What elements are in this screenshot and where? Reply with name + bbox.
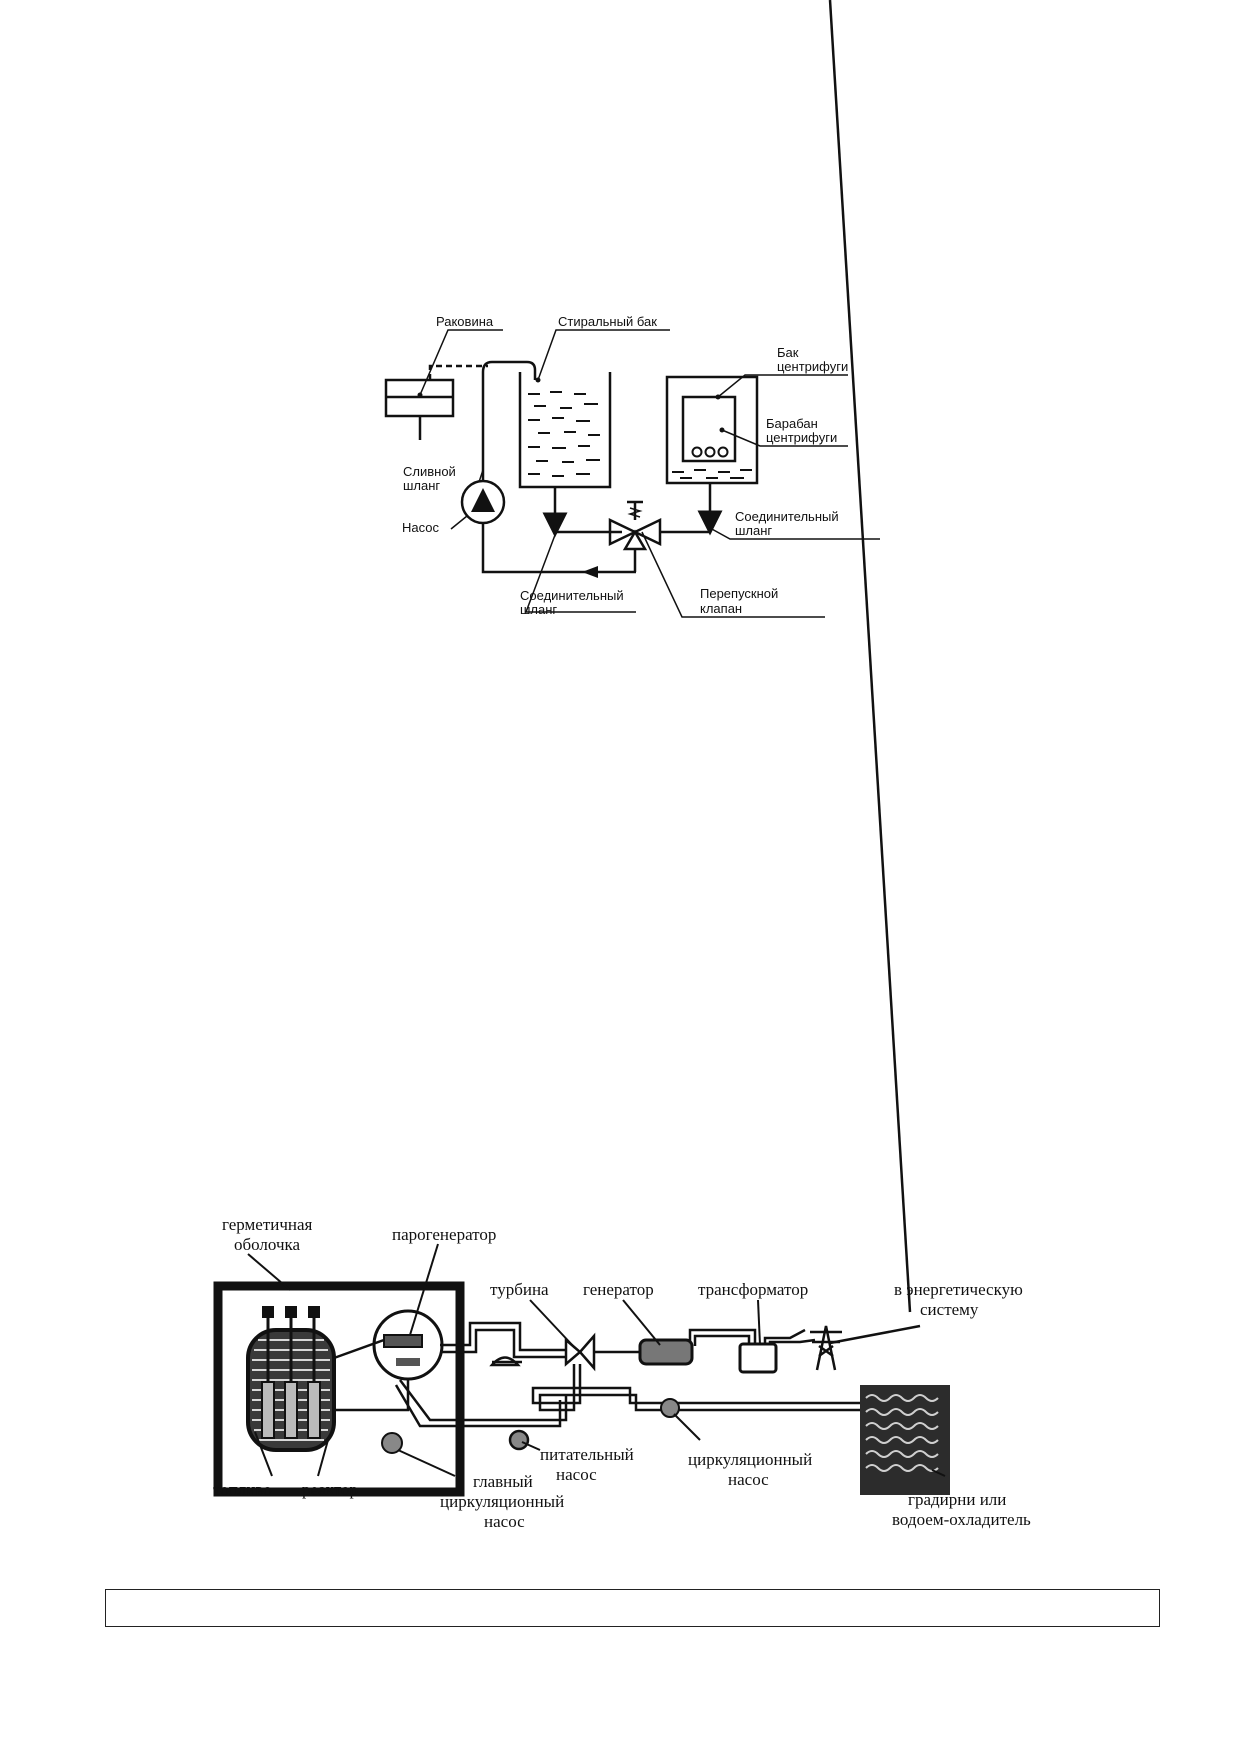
label-drum-1: Барабан: [766, 416, 818, 431]
label-containment-1: герметичная: [222, 1215, 313, 1234]
label-conn-hose-right-2: шланг: [735, 523, 772, 538]
label-drum-2: центрифуги: [766, 430, 837, 445]
label-containment-2: оболочка: [234, 1235, 301, 1254]
steam-generator-shape: [372, 1309, 444, 1381]
pump-arrow: [471, 488, 495, 512]
label-drain-hose-1: Сливной: [403, 464, 456, 479]
label-spin-tank-1: Бак: [777, 345, 799, 360]
label-fuel: топливо: [213, 1480, 272, 1499]
generator-shape: [638, 1338, 694, 1366]
label-drain-hose-2: шланг: [403, 478, 440, 493]
sink-drain-dashed: [428, 364, 488, 380]
label-bypass-valve-2: клапан: [700, 601, 742, 616]
label-conn-hose-left-1: Соединительный: [520, 588, 624, 603]
label-spin-tank-2: центрифуги: [777, 359, 848, 374]
wash-tank-water: [528, 391, 600, 477]
label-circ-pump-1: циркуляционный: [688, 1450, 812, 1469]
label-main-pump-1: главный: [473, 1472, 533, 1491]
label-bypass-valve-1: Перепускной: [700, 586, 778, 601]
label-main-pump-3: насос: [484, 1512, 525, 1531]
label-steam-generator: парогенератор: [392, 1225, 496, 1244]
label-main-pump-2: циркуляционный: [440, 1492, 564, 1511]
transformer-shape: [738, 1342, 778, 1374]
hose-loop: [481, 360, 636, 574]
circ-pump-shape: [660, 1398, 680, 1418]
label-conn-hose-right-1: Соединительный: [735, 509, 839, 524]
label-grid-1: в энергетическую: [894, 1280, 1023, 1299]
label-cooling-1: градирни или: [908, 1490, 1006, 1509]
label-transformer: трансформатор: [698, 1280, 808, 1299]
label-circ-pump-2: насос: [728, 1470, 769, 1489]
label-feed-pump-2: насос: [556, 1465, 597, 1484]
wash-tank-shape: [518, 372, 612, 489]
main-pump-shape: [381, 1432, 403, 1454]
empty-frame: [105, 1589, 1160, 1627]
feed-pump-shape: [489, 1356, 530, 1451]
label-pump: Насос: [402, 520, 439, 535]
label-generator: генератор: [583, 1280, 654, 1299]
label-conn-hose-left-2: шланг: [520, 602, 557, 617]
reactor-shape: [246, 1306, 336, 1452]
containment-shape: [213, 1281, 465, 1497]
label-wash-tank: Стиральный бак: [558, 314, 657, 329]
turbine-shape: [564, 1332, 596, 1372]
label-feed-pump-1: питательный: [540, 1445, 634, 1464]
label-cooling-2: водоем-охладитель: [892, 1510, 1031, 1529]
label-turbine: турбина: [490, 1280, 549, 1299]
label-grid-2: систему: [920, 1300, 979, 1319]
pylon-shape: [810, 1325, 842, 1371]
label-sink: Раковина: [436, 314, 494, 329]
label-reactor: реактор: [302, 1480, 358, 1499]
cooling-tower-shape: [860, 1385, 950, 1495]
